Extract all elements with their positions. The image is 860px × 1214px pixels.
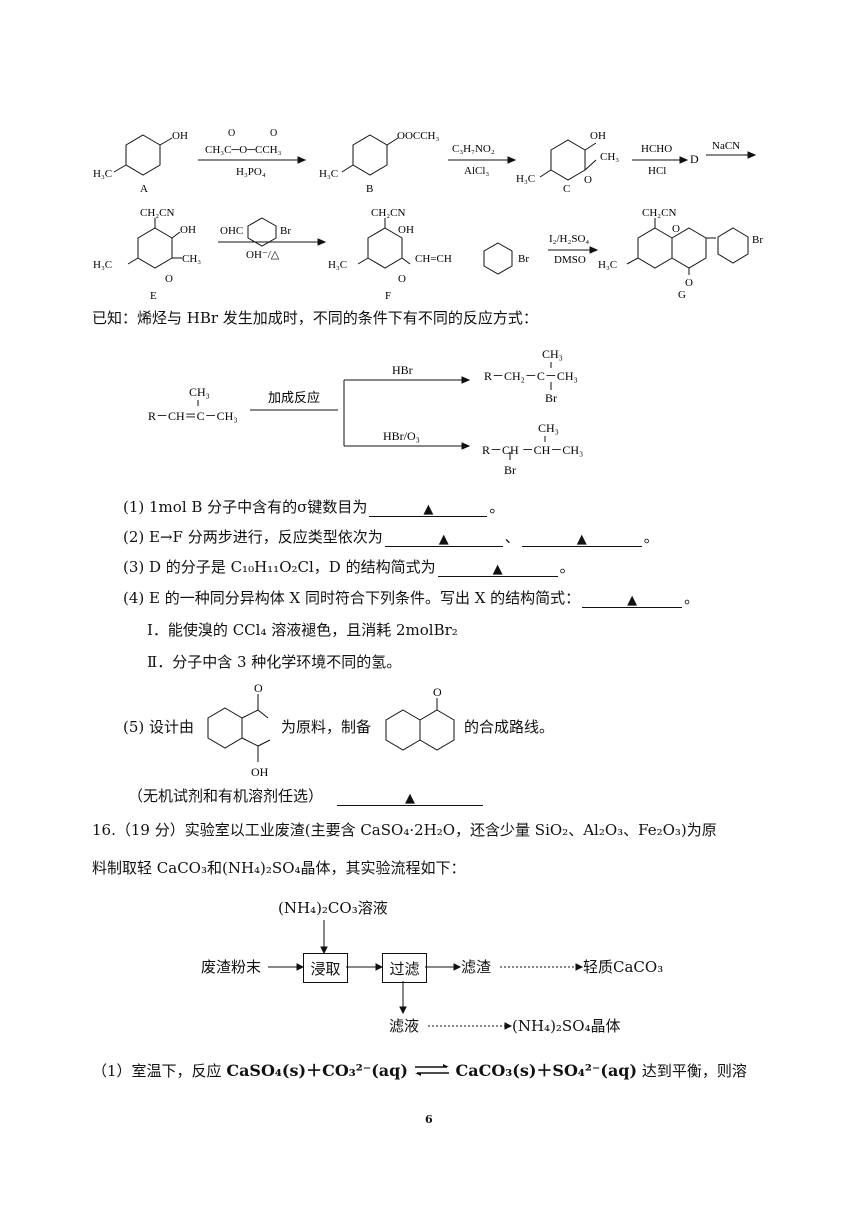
answer-blank-5[interactable]: ▲ (337, 787, 484, 806)
label-B: B (366, 183, 373, 195)
svg-text:R－CH －CH－CH₃: R－CH －CH－CH₃ (482, 443, 583, 457)
problem-16-line-2: 料制取轻 CaCO₃和(NH₄)₂SO₄晶体，其实验流程如下： (92, 859, 466, 877)
flow-step-filter: 过滤 (382, 953, 427, 983)
svg-text:I₂/H₂SO₄: I₂/H₂SO₄ (549, 233, 589, 245)
svg-text:OH⁻/△: OH⁻/△ (246, 249, 280, 261)
svg-text:CH₂CN: CH₂CN (371, 207, 405, 219)
svg-text:H₃C: H₃C (93, 168, 112, 180)
svg-text:OOCCH₃: OOCCH₃ (397, 130, 440, 142)
answer-blank-1[interactable]: ▲ (369, 498, 488, 517)
svg-text:OH: OH (180, 224, 196, 236)
label-A: A (140, 183, 148, 195)
label-G: G (678, 289, 686, 301)
svg-text:O: O (254, 681, 263, 695)
answer-blank-2a[interactable]: ▲ (384, 528, 503, 547)
known-reaction-diagram: CH₃ R－CH＝C－CH₃ 加成反应 HBr CH₃ R－CH₂－C－CH₃ … (148, 347, 583, 477)
svg-text:CH₂CN: CH₂CN (642, 207, 676, 219)
svg-text:O: O (165, 273, 173, 285)
svg-text:OH: OH (251, 765, 269, 779)
svg-text:O: O (672, 223, 680, 235)
svg-text:CH₃: CH₃ (189, 385, 210, 399)
question-5-part-a: (5) 设计由 (123, 718, 195, 736)
svg-text:OH: OH (398, 224, 414, 236)
flow-reagent: (NH₄)₂CO₃溶液 (278, 899, 388, 917)
svg-text:Br: Br (518, 253, 529, 265)
svg-text:H₃C: H₃C (598, 259, 617, 271)
svg-text:AlCl₃: AlCl₃ (464, 165, 489, 177)
problem-16-line-1: 16.（19 分）实验室以工业废渣(主要含 CaSO₄·2H₂O，还含少量 Si… (92, 821, 717, 839)
svg-text:C₃H₇NO₂: C₃H₇NO₂ (452, 143, 495, 155)
svg-text:H₃C: H₃C (328, 259, 347, 271)
svg-text:O: O (270, 128, 277, 139)
flow-start: 废渣粉末 (201, 958, 262, 976)
svg-text:R－CH₂－C－CH₃: R－CH₂－C－CH₃ (484, 369, 578, 383)
svg-text:O: O (228, 128, 235, 139)
answer-blank-3[interactable]: ▲ (437, 558, 558, 577)
question-4-condition-1: Ⅰ．能使溴的 CCl₄ 溶液褪色，且消耗 2molBr₂ (147, 621, 458, 639)
page-number: 6 (425, 1113, 433, 1126)
svg-text:CH=CH: CH=CH (415, 253, 452, 265)
svg-text:CH₃: CH₃ (542, 347, 563, 361)
answer-blank-4[interactable]: ▲ (582, 589, 683, 608)
svg-text:OHC: OHC (220, 225, 243, 237)
question-5-part-b: 为原料，制备 (281, 718, 372, 736)
svg-text:Br: Br (752, 234, 763, 246)
question-1: (1) 1mol B 分子中含有的σ键数目为▲。 (123, 498, 505, 517)
svg-text:HBr/O₃: HBr/O₃ (383, 429, 420, 443)
svg-text:Br: Br (545, 391, 557, 405)
svg-text:H₃C: H₃C (516, 173, 535, 185)
svg-text:O: O (433, 685, 442, 699)
question-4-condition-2: Ⅱ．分子中含 3 种化学环境不同的氢。 (147, 653, 402, 671)
flow-product-ammonium-sulfate: (NH₄)₂SO₄晶体 (512, 1017, 621, 1035)
question-5-part-c: 的合成路线。 (464, 718, 555, 736)
svg-text:H₃PO₄: H₃PO₄ (236, 166, 266, 178)
flow-step-leach: 浸取 (303, 953, 348, 983)
svg-text:O: O (685, 277, 693, 289)
label-C: C (563, 183, 570, 195)
question-2: (2) E→F 分两步进行，反应类型依次为▲、▲。 (123, 528, 659, 547)
svg-text:加成反应: 加成反应 (268, 390, 320, 405)
svg-text:Br: Br (280, 225, 291, 237)
question-5-note: （无机试剂和有机溶剂任选）▲ (128, 786, 485, 806)
svg-text:O: O (584, 174, 592, 186)
known-intro: 已知：烯烃与 HBr 发生加成时，不同的条件下有不同的反应方式： (92, 309, 538, 327)
svg-text:CH₃: CH₃ (600, 151, 619, 163)
question-3: (3) D 的分子是 C₁₀H₁₁O₂Cl，D 的结构简式为▲。 (123, 558, 575, 577)
svg-text:R－CH＝C－CH₃: R－CH＝C－CH₃ (148, 409, 238, 423)
svg-text:NaCN: NaCN (712, 140, 740, 152)
svg-text:CH₂CN: CH₂CN (140, 207, 174, 219)
svg-text:H₃C: H₃C (319, 168, 338, 180)
scheme-drawing: A B C D E F G OH H₃C O O CH₃C─O─CCH₃ H₃P… (93, 128, 763, 302)
svg-text:H₃C: H₃C (93, 259, 112, 271)
svg-text:HCHO: HCHO (641, 143, 672, 155)
svg-text:HBr: HBr (392, 363, 413, 377)
flow-filtrate: 滤液 (389, 1017, 420, 1035)
equilibrium-arrow-icon (413, 1062, 451, 1082)
flow-arrows (268, 920, 584, 1030)
answer-blank-2b[interactable]: ▲ (521, 528, 642, 547)
svg-text:OH: OH (172, 130, 188, 142)
label-F: F (385, 290, 391, 302)
svg-text:CH₃: CH₃ (182, 253, 201, 265)
flow-product-caco3: 轻质CaCO₃ (583, 958, 664, 976)
svg-text:DMSO: DMSO (554, 254, 586, 266)
svg-text:OH: OH (590, 130, 606, 142)
svg-text:Br: Br (504, 463, 516, 477)
svg-text:CH₃: CH₃ (538, 421, 559, 435)
label-D: D (690, 152, 699, 166)
label-E: E (150, 290, 157, 302)
question-4: (4) E 的一种同分异构体 X 同时符合下列条件。写出 X 的结构简式：▲。 (123, 589, 700, 608)
svg-text:O: O (398, 273, 406, 285)
svg-text:HCl: HCl (648, 165, 666, 177)
question-5-structures: O OH O (207, 681, 455, 779)
flow-residue: 滤渣 (461, 958, 492, 976)
svg-text:CH₃C─O─CCH₃: CH₃C─O─CCH₃ (205, 144, 282, 156)
problem-16-question-1: （1）室温下，反应 CaSO₄(s)＋CO₃²⁻(aq) CaCO₃(s)＋SO… (92, 1061, 747, 1082)
